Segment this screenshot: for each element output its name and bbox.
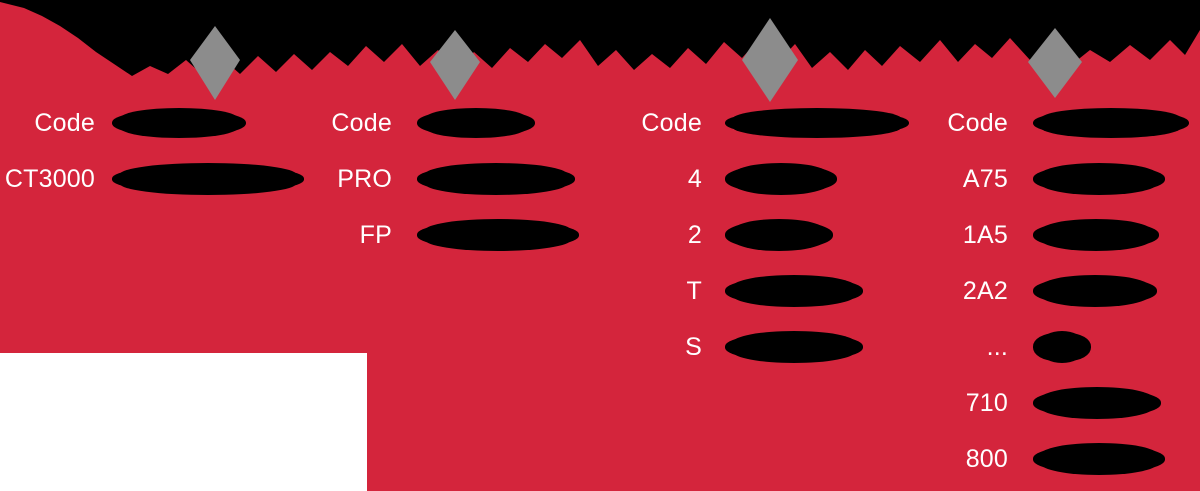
redacted-description — [117, 164, 299, 194]
redacted-description-header — [730, 109, 904, 137]
code-value: ... — [986, 332, 1008, 361]
table-row[interactable]: FP — [330, 207, 630, 263]
redacted-description — [1038, 164, 1160, 194]
table-row[interactable]: 2 — [630, 207, 920, 263]
code-column-4: Code A75 1A5 2A2 ... 710 — [930, 95, 1200, 487]
redacted-description — [730, 164, 832, 194]
table-row[interactable]: ... — [930, 319, 1200, 375]
code-value: 2A2 — [962, 276, 1008, 305]
redacted-description — [1038, 276, 1152, 306]
table-row[interactable]: PRO — [330, 151, 630, 207]
table-row[interactable]: 800 — [930, 431, 1200, 487]
redacted-description — [422, 220, 574, 250]
code-value: T — [686, 276, 702, 305]
table-row[interactable]: T — [630, 263, 920, 319]
table-row[interactable]: A75 — [930, 151, 1200, 207]
code-table: Code CT3000 Code PRO FP — [0, 95, 1200, 491]
redacted-description — [730, 332, 858, 362]
table-header-row: Code — [630, 95, 920, 151]
redacted-description-header — [117, 109, 241, 137]
column-header-code: Code — [331, 108, 392, 137]
code-value: S — [685, 332, 702, 361]
code-column-1: Code CT3000 — [0, 95, 320, 207]
code-column-2: Code PRO FP — [330, 95, 630, 263]
code-value: 800 — [965, 444, 1008, 473]
code-value: A75 — [962, 164, 1008, 193]
table-row[interactable]: S — [630, 319, 920, 375]
white-cutout-region — [0, 353, 367, 491]
code-value: 710 — [965, 388, 1008, 417]
column-header-code: Code — [947, 108, 1008, 137]
code-value: 2 — [687, 220, 702, 249]
redacted-description-header — [1038, 109, 1184, 137]
code-value: CT3000 — [4, 164, 95, 193]
redacted-description — [730, 220, 828, 250]
table-row[interactable]: 710 — [930, 375, 1200, 431]
code-value: 1A5 — [962, 220, 1008, 249]
code-column-3: Code 4 2 T S — [630, 95, 920, 375]
column-header-code: Code — [641, 108, 702, 137]
code-value: 4 — [687, 164, 702, 193]
column-header-code: Code — [34, 108, 95, 137]
table-header-row: Code — [330, 95, 630, 151]
table-header-row: Code — [0, 95, 320, 151]
table-row[interactable]: 4 — [630, 151, 920, 207]
table-row[interactable]: 2A2 — [930, 263, 1200, 319]
code-value: FP — [359, 220, 392, 249]
table-header-row: Code — [930, 95, 1200, 151]
redacted-description — [1038, 444, 1160, 474]
table-row[interactable]: CT3000 — [0, 151, 320, 207]
redacted-description — [422, 164, 570, 194]
redacted-description — [1038, 388, 1156, 418]
code-value: PRO — [337, 164, 392, 193]
redacted-description — [730, 276, 858, 306]
redacted-description — [1038, 332, 1086, 362]
redacted-description — [1038, 220, 1154, 250]
redacted-description-header — [422, 109, 530, 137]
table-row[interactable]: 1A5 — [930, 207, 1200, 263]
